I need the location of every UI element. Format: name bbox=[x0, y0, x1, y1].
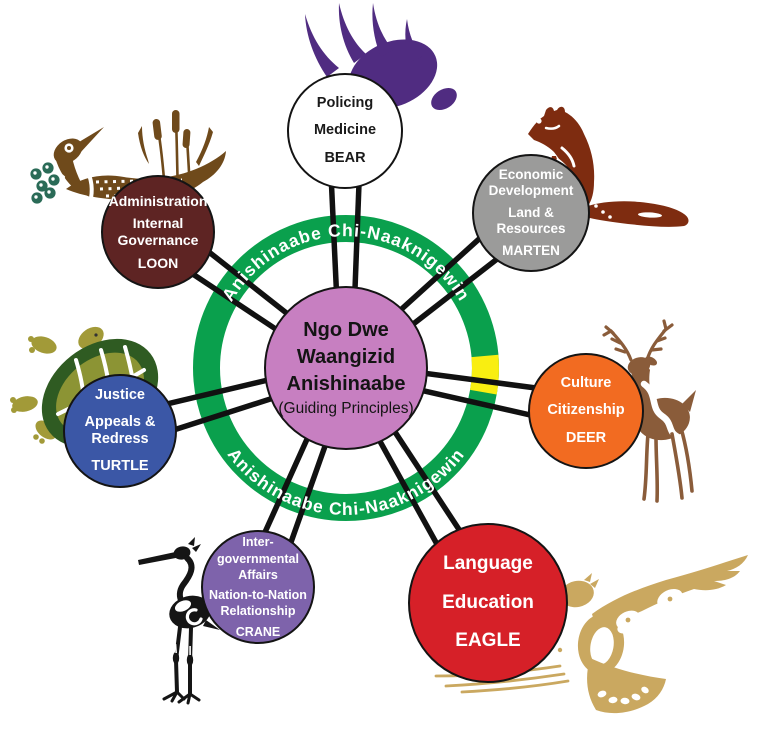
bear-function-2: Medicine bbox=[313, 122, 377, 139]
node-loon: Administration Internal Governance LOON bbox=[101, 175, 215, 289]
loon-function-1: Administration bbox=[108, 192, 208, 209]
center-guiding-principles: Ngo Dwe Waangizid Anishinaabe (Guiding P… bbox=[264, 286, 428, 450]
turtle-function-1: Justice bbox=[95, 386, 145, 403]
center-line-2: Waangizid bbox=[296, 346, 396, 369]
node-bear: Policing Medicine BEAR bbox=[287, 73, 403, 189]
marten-function-1b: Development bbox=[488, 183, 574, 199]
deer-function-2: Citizenship bbox=[547, 402, 625, 419]
node-turtle: Justice Appeals & Redress TURTLE bbox=[63, 374, 177, 488]
eagle-function-2: Education bbox=[442, 591, 534, 613]
deer-function-1: Culture bbox=[560, 375, 612, 392]
deer-clan-label: DEER bbox=[565, 429, 607, 446]
loon-function-2a: Internal bbox=[132, 215, 184, 232]
eagle-clan-label: EAGLE bbox=[455, 630, 521, 652]
marten-function-1a: Economic bbox=[498, 167, 564, 183]
marten-function-2: Land & Resources bbox=[496, 205, 566, 236]
node-crane: Inter- governmental Affairs Nation-to-Na… bbox=[201, 530, 315, 644]
crane-function-2a: Nation-to-Nation bbox=[209, 588, 307, 602]
crane-clan-label: CRANE bbox=[235, 624, 281, 639]
crane-function-1a: Inter- bbox=[242, 535, 274, 550]
center-subtitle: (Guiding Principles) bbox=[278, 399, 414, 417]
crane-function-1c: Affairs bbox=[238, 567, 278, 582]
bear-clan-label: BEAR bbox=[324, 149, 366, 166]
node-eagle: Language Education EAGLE bbox=[408, 523, 568, 683]
ring-label-bottom: Anishinaabe Chi-Naaknigewin bbox=[224, 444, 469, 519]
loon-clan-label: LOON bbox=[137, 254, 179, 271]
ring-yellow-segment bbox=[470, 354, 499, 395]
turtle-clan-label: TURTLE bbox=[91, 458, 149, 475]
center-line-1: Ngo Dwe bbox=[303, 319, 389, 342]
crane-function-1b: governmental bbox=[217, 551, 299, 566]
eagle-function-1: Language bbox=[443, 553, 533, 575]
node-deer: Culture Citizenship DEER bbox=[528, 353, 644, 469]
loon-function-2b: Governance bbox=[117, 232, 199, 248]
turtle-function-2: Appeals & Redress bbox=[84, 413, 156, 447]
center-line-3: Anishinaabe bbox=[286, 372, 406, 395]
marten-clan-label: MARTEN bbox=[502, 242, 560, 258]
crane-function-2b: Relationship bbox=[220, 604, 296, 619]
node-marten: Economic Development Land & Resources MA… bbox=[472, 154, 590, 272]
bear-function-1: Policing bbox=[316, 95, 374, 112]
deer-icon bbox=[602, 319, 696, 503]
